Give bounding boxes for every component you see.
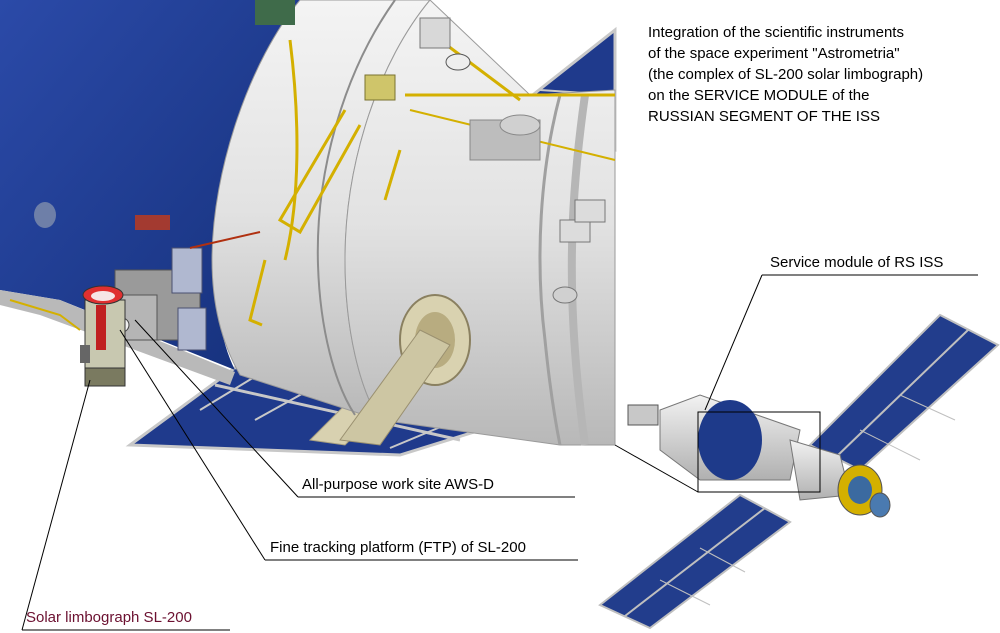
- solar-limbograph: [80, 285, 126, 387]
- closeup-top-fittings: [255, 0, 471, 71]
- leader-lines: [21, 274, 978, 631]
- diagram-heading: Integration of the scientific instrument…: [648, 22, 923, 127]
- closeup-main-hull: [339, 0, 616, 446]
- label-limbograph: Solar limbograph SL-200: [26, 609, 192, 626]
- overview-solar-array-left: [598, 493, 792, 630]
- zoom-region-box: [697, 411, 821, 493]
- label-service-module: Service module of RS ISS: [770, 254, 944, 271]
- label-work-site: All-purpose work site AWS-D: [302, 476, 494, 493]
- heading-line: Integration of the scientific instrument…: [648, 24, 904, 41]
- label-tracking-platform: Fine tracking platform (FTP) of SL-200: [270, 539, 526, 556]
- heading-line: (the complex of SL-200 solar limbograph): [648, 66, 924, 83]
- heading-line: of the space experiment "Astrometria": [648, 45, 900, 62]
- overview-iss: [598, 313, 1000, 630]
- overview-solar-array-right: [808, 313, 1000, 472]
- heading-line: RUSSIAN SEGMENT OF THE ISS: [648, 108, 880, 125]
- closeup-handrails: [248, 109, 402, 327]
- closeup-view: [0, 0, 617, 457]
- heading-line: on the SERVICE MODULE of the: [648, 87, 870, 104]
